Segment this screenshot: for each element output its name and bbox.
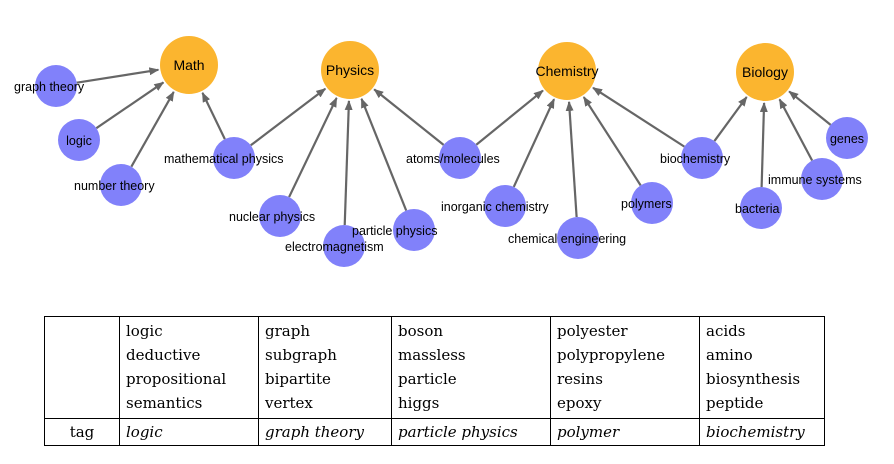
node-physics — [321, 41, 379, 99]
node-nuclear-physics — [259, 195, 301, 237]
edge-biochemistry-to-chemistry — [592, 86, 685, 148]
word: semantics — [126, 394, 203, 412]
node-label-electromagnetism: electromagnetism — [285, 240, 384, 254]
word: propositional — [126, 370, 227, 388]
word: polypropylene — [557, 346, 665, 364]
word: peptide — [706, 394, 764, 412]
edge-inorganic-chemistry-to-chemistry — [512, 98, 556, 188]
edge-logic-to-math — [95, 81, 165, 130]
edge-particle-physics-to-physics — [360, 97, 408, 211]
tags-row: tag logic graph theory particle physics … — [44, 418, 825, 446]
words-row: logic deductive propositional semantics … — [44, 316, 825, 419]
word: subgraph — [265, 346, 337, 364]
node-chemistry — [538, 42, 596, 100]
node-biology — [736, 43, 794, 101]
node-label-chemistry: Chemistry — [535, 63, 598, 79]
node-label-polymers: polymers — [621, 197, 672, 211]
node-genes — [826, 117, 868, 159]
word: epoxy — [557, 394, 602, 412]
tag-header-spacer — [44, 316, 120, 419]
node-number-theory — [100, 164, 142, 206]
node-label-bacteria: bacteria — [735, 202, 780, 216]
word: higgs — [398, 394, 440, 412]
node-immune-systems — [801, 158, 843, 200]
word: vertex — [265, 394, 313, 412]
node-label-nuclear-physics: nuclear physics — [229, 210, 315, 224]
word: massless — [398, 346, 466, 364]
node-label-inorganic-chemistry: inorganic chemistry — [441, 200, 549, 214]
node-inorganic-chemistry — [484, 185, 526, 227]
node-electromagnetism — [323, 225, 365, 267]
tag-header: tag — [44, 418, 120, 446]
tag-cell: polymer — [550, 418, 700, 446]
node-label-graph-theory: graph theory — [14, 80, 85, 94]
word: bipartite — [265, 370, 331, 388]
tag-cell: biochemistry — [699, 418, 825, 446]
word: boson — [398, 322, 444, 340]
word: amino — [706, 346, 753, 364]
node-label-genes: genes — [830, 132, 864, 146]
node-label-physics: Physics — [326, 62, 374, 78]
edge-mathematical-physics-to-math — [201, 92, 226, 140]
tag-table: logic deductive propositional semantics … — [44, 316, 825, 446]
node-polymers — [631, 182, 673, 224]
tag-cell: logic — [119, 418, 259, 446]
node-label-biology: Biology — [742, 64, 788, 80]
words-cell-logic: logic deductive propositional semantics — [119, 316, 259, 419]
words-cell-graph-theory: graph subgraph bipartite vertex — [258, 316, 392, 419]
node-label-chemical-engineering: chemical engineering — [508, 232, 626, 246]
edge-chemical-engineering-to-chemistry — [565, 100, 578, 218]
node-graph-theory — [35, 65, 77, 107]
edge-biochemistry-to-biology — [713, 96, 748, 142]
edge-atoms-molecules-to-physics — [373, 88, 445, 146]
node-label-mathematical-physics: mathematical physics — [164, 152, 284, 166]
node-label-biochemistry: biochemistry — [660, 152, 731, 166]
node-label-immune-systems: immune systems — [768, 173, 862, 187]
node-label-math: Math — [173, 57, 204, 73]
nodes-layer: Math Physics Chemistry Biology graph theory l… — [14, 36, 868, 267]
edge-genes-to-biology — [788, 90, 832, 126]
node-chemical-engineering — [557, 217, 599, 259]
edge-bacteria-to-biology — [759, 101, 768, 188]
word: logic — [126, 322, 163, 340]
word: polyester — [557, 322, 628, 340]
node-label-number-theory: number theory — [74, 179, 155, 193]
words-cell-polymer: polyester polypropylene resins epoxy — [550, 316, 700, 419]
edge-graph-theory-to-math — [76, 67, 160, 84]
word: particle — [398, 370, 457, 388]
node-particle-physics — [393, 209, 435, 251]
tag-cell: graph theory — [258, 418, 392, 446]
edge-nuclear-physics-to-physics — [288, 97, 338, 198]
node-math — [160, 36, 218, 94]
word: biosynthesis — [706, 370, 801, 388]
word: deductive — [126, 346, 201, 364]
topic-graph: Math Physics Chemistry Biology graph theory l… — [14, 36, 868, 267]
edge-immune-systems-to-biology — [778, 98, 814, 161]
edge-atoms-molecules-to-chemistry — [475, 89, 544, 146]
edge-electromagnetism-to-physics — [343, 99, 353, 226]
edge-polymers-to-chemistry — [582, 96, 642, 186]
tag-cell: particle physics — [391, 418, 551, 446]
node-label-atoms-molecules: atoms/molecules — [406, 152, 500, 166]
node-atoms-molecules — [439, 137, 481, 179]
node-biochemistry — [681, 137, 723, 179]
node-label-logic: logic — [66, 134, 92, 148]
edge-mathematical-physics-to-physics — [250, 87, 327, 147]
edges-layer — [76, 67, 832, 226]
node-bacteria — [740, 187, 782, 229]
word: resins — [557, 370, 603, 388]
words-cell-particle-physics: boson massless particle higgs — [391, 316, 551, 419]
node-logic — [58, 119, 100, 161]
word: graph — [265, 322, 310, 340]
words-cell-biochemistry: acids amino biosynthesis peptide — [699, 316, 825, 419]
edge-number-theory-to-math — [130, 91, 175, 168]
word: acids — [706, 322, 746, 340]
node-mathematical-physics — [213, 137, 255, 179]
node-label-particle-physics: particle physics — [352, 224, 437, 238]
